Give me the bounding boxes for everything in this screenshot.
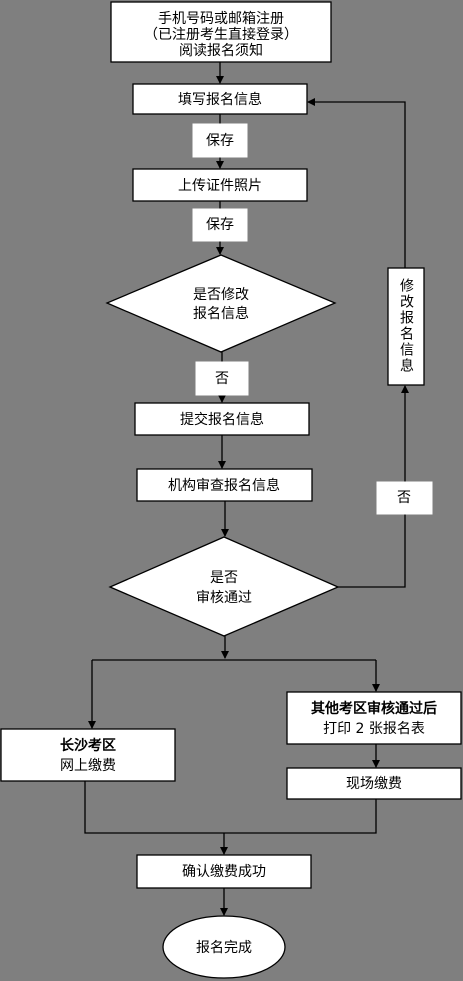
register-text-line1: 手机号码或邮箱注册 [158,11,284,27]
no-text-2: 否 [397,490,411,506]
other-region-line1: 其他考区审核通过后 [311,700,437,717]
save-label-1: 保存 [192,123,248,158]
pass-decision-node: 是否 审核通过 [108,536,340,637]
other-region-node: 其他考区审核通过后 打印 2 张报名表 [286,691,462,745]
upload-photo-text: 上传证件照片 [178,178,262,194]
no-label-1: 否 [195,361,249,396]
fill-info-text: 填写报名信息 [178,91,262,108]
confirm-payment-text: 确认缴费成功 [182,864,266,880]
save-label-2: 保存 [192,208,248,242]
onsite-payment-text: 现场缴费 [346,776,402,792]
fill-info-node: 填写报名信息 [132,83,308,115]
submit-info-text: 提交报名信息 [180,411,264,428]
edge-changsha-merge [84,781,377,834]
edge-decision2-no-to-no2 [338,514,406,588]
register-text-line2: （已注册考生直接登录） [144,26,298,43]
done-node: 报名完成 [162,915,286,979]
confirm-payment-node: 确认缴费成功 [136,854,312,889]
review-info-text: 机构审查报名信息 [168,477,280,494]
changsha-line2: 网上缴费 [60,758,116,774]
save-text-1: 保存 [206,133,234,149]
no-label-2: 否 [376,481,433,515]
other-region-line2: 打印 2 张报名表 [323,720,425,737]
connectors [84,62,409,916]
pass-decision-line2: 审核通过 [196,590,252,606]
modify-decision-line2: 报名信息 [193,305,249,322]
changsha-node: 长沙考区 网上缴费 [0,728,176,782]
modify-info-node: 修改报名信息 [387,267,425,386]
modify-info-text: 修改报名信息 [398,278,414,374]
modify-decision-line1: 是否修改 [193,287,249,303]
save-text-2: 保存 [206,217,234,233]
pass-decision-line1: 是否 [210,570,238,586]
onsite-payment-node: 现场缴费 [286,767,462,800]
no-text-1: 否 [215,371,229,387]
register-text-line3: 阅读报名须知 [179,42,263,59]
done-text: 报名完成 [196,940,252,956]
review-info-node: 机构审查报名信息 [136,468,313,502]
edge-modify-to-fill [307,98,406,268]
register-node: 手机号码或邮箱注册 （已注册考生直接登录） 阅读报名须知 [110,1,332,63]
changsha-line1: 长沙考区 [60,737,116,754]
submit-info-node: 提交报名信息 [134,402,310,436]
upload-photo-node: 上传证件照片 [132,168,308,202]
modify-decision-node: 是否修改 报名信息 [105,254,337,353]
